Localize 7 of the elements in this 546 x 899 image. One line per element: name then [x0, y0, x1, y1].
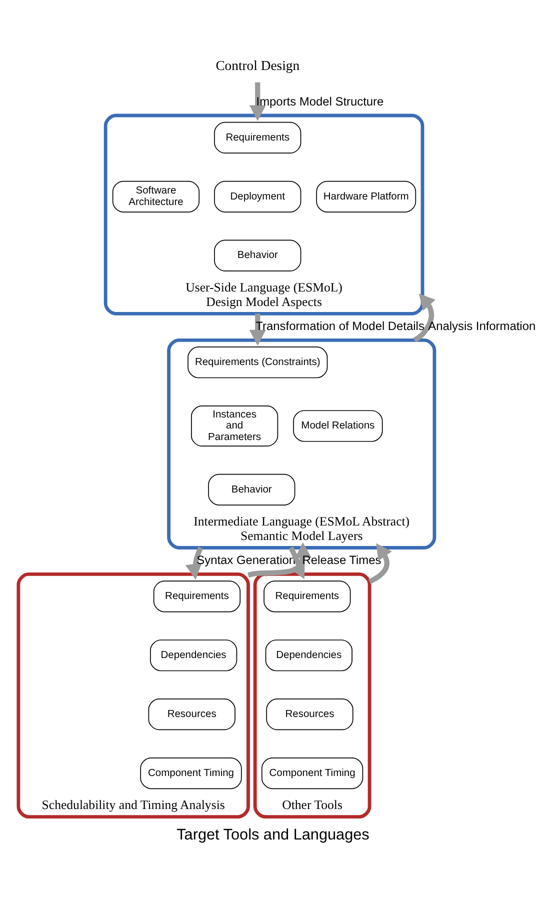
node-text: Control Design [216, 58, 300, 74]
edge-label: Syntax Generation [196, 553, 296, 568]
caption: Target Tools and Languages [176, 826, 370, 844]
edge-label: Transformation of Model Details [256, 319, 424, 334]
edge-label: Analysis Information [428, 319, 536, 334]
edge-label: Release Times [302, 553, 382, 568]
edge-label: Imports Model Structure [256, 94, 384, 108]
